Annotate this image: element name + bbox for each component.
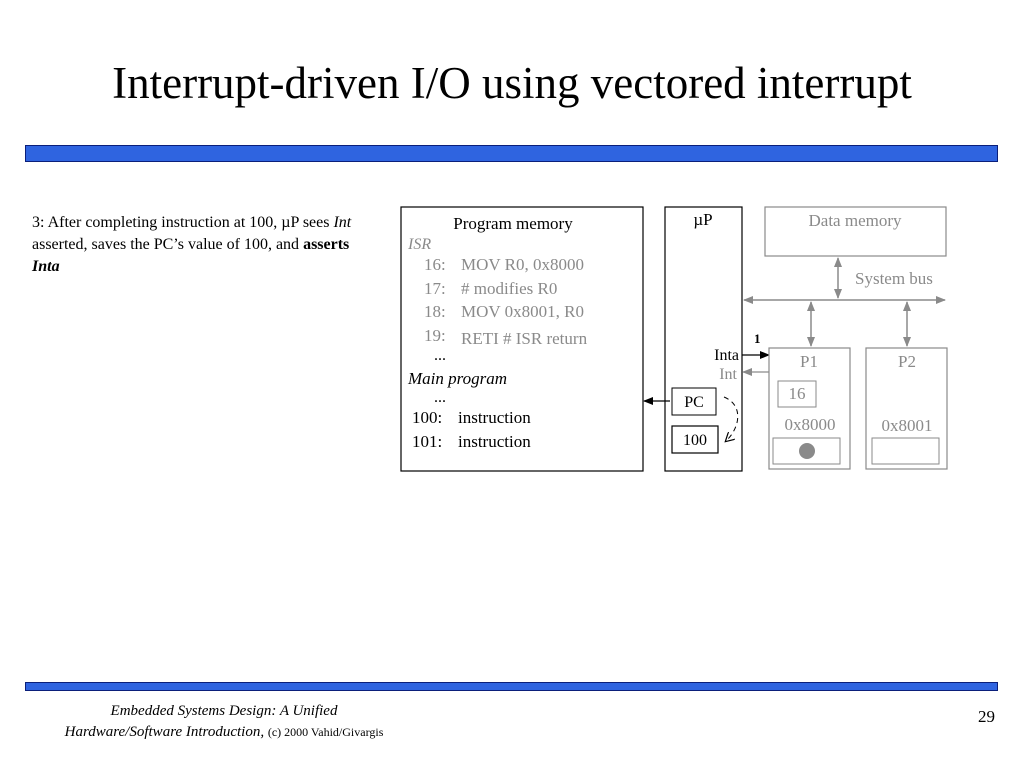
- data-memory-title: Data memory: [809, 211, 902, 230]
- microprocessor-block: µP Inta Int PC 100: [664, 206, 743, 472]
- microprocessor-title: µP: [693, 210, 712, 229]
- isr-line-addr: 17:: [424, 279, 446, 298]
- step-description: 3: After completing instruction at 100, …: [32, 212, 377, 278]
- int-label: Int: [719, 366, 737, 383]
- main-program-label: Main program: [407, 369, 507, 388]
- bottom-divider-bar: [25, 682, 998, 691]
- program-memory-box: [400, 206, 644, 472]
- isr-ellipsis: ...: [434, 347, 446, 364]
- isr-label: ISR: [407, 236, 431, 253]
- p1-register-box: [777, 380, 817, 408]
- page-number: 29: [978, 707, 995, 726]
- description-int-word: Int: [333, 214, 352, 231]
- main-line-code: instruction: [458, 432, 531, 451]
- peripheral-p1: P1 16 0x8000: [768, 347, 851, 470]
- isr-line-code: MOV 0x8001, R0: [461, 302, 584, 321]
- main-line-addr: 100:: [412, 408, 442, 427]
- pc-save-dashed-arrow: [723, 396, 739, 441]
- program-memory-block: Program memory ISR 16: MOV R0, 0x8000 17…: [400, 206, 644, 472]
- top-divider-bar: [25, 145, 998, 162]
- footer-book-line1: Embedded Systems Design: A Unified: [110, 703, 338, 719]
- system-bus-label: System bus: [855, 269, 933, 288]
- isr-line-code: # modifies R0: [461, 279, 557, 298]
- p1-title: P1: [800, 352, 818, 371]
- p2-title: P2: [898, 352, 916, 371]
- description-text-1: 3: After completing instruction at 100, …: [32, 214, 334, 231]
- footer-citation: Embedded Systems Design: A Unified Hardw…: [24, 701, 424, 743]
- p1-data-indicator: [799, 443, 815, 459]
- description-inta-word: Inta: [32, 258, 60, 275]
- program-memory-title: Program memory: [453, 214, 573, 233]
- pc-register-box: [671, 387, 717, 416]
- isr-line-addr: 18:: [424, 302, 446, 321]
- isr-line-code: RETI # ISR return: [461, 329, 588, 348]
- saved-pc-box: [671, 425, 719, 454]
- saved-pc-value: 100: [683, 432, 707, 449]
- data-memory-box: [764, 206, 947, 257]
- main-ellipsis: ...: [434, 389, 446, 406]
- isr-line-addr: 16:: [424, 255, 446, 274]
- slide-title: Interrupt-driven I/O using vectored inte…: [112, 58, 912, 108]
- description-asserts-word: asserts: [303, 236, 350, 253]
- footer-copyright: (c) 2000 Vahid/Givargis: [267, 725, 384, 739]
- p1-register-value: 16: [789, 384, 806, 403]
- main-line-addr: 101:: [412, 432, 442, 451]
- main-line-code: instruction: [458, 408, 531, 427]
- p2-data-register: [871, 437, 940, 465]
- isr-line-code: MOV R0, 0x8000: [461, 255, 584, 274]
- p2-address: 0x8001: [882, 416, 933, 435]
- p1-address: 0x8000: [785, 415, 836, 434]
- inta-label: Inta: [714, 347, 739, 364]
- description-text-2: asserted, saves the PC’s value of 100, a…: [32, 236, 304, 253]
- footer-book-line2: Hardware/Software Introduction,: [64, 724, 265, 740]
- peripheral-p2: P2 0x8001: [865, 347, 948, 470]
- isr-line-addr: 19:: [424, 326, 446, 345]
- inta-signal-value: 1: [754, 331, 761, 346]
- pc-label: PC: [684, 394, 704, 411]
